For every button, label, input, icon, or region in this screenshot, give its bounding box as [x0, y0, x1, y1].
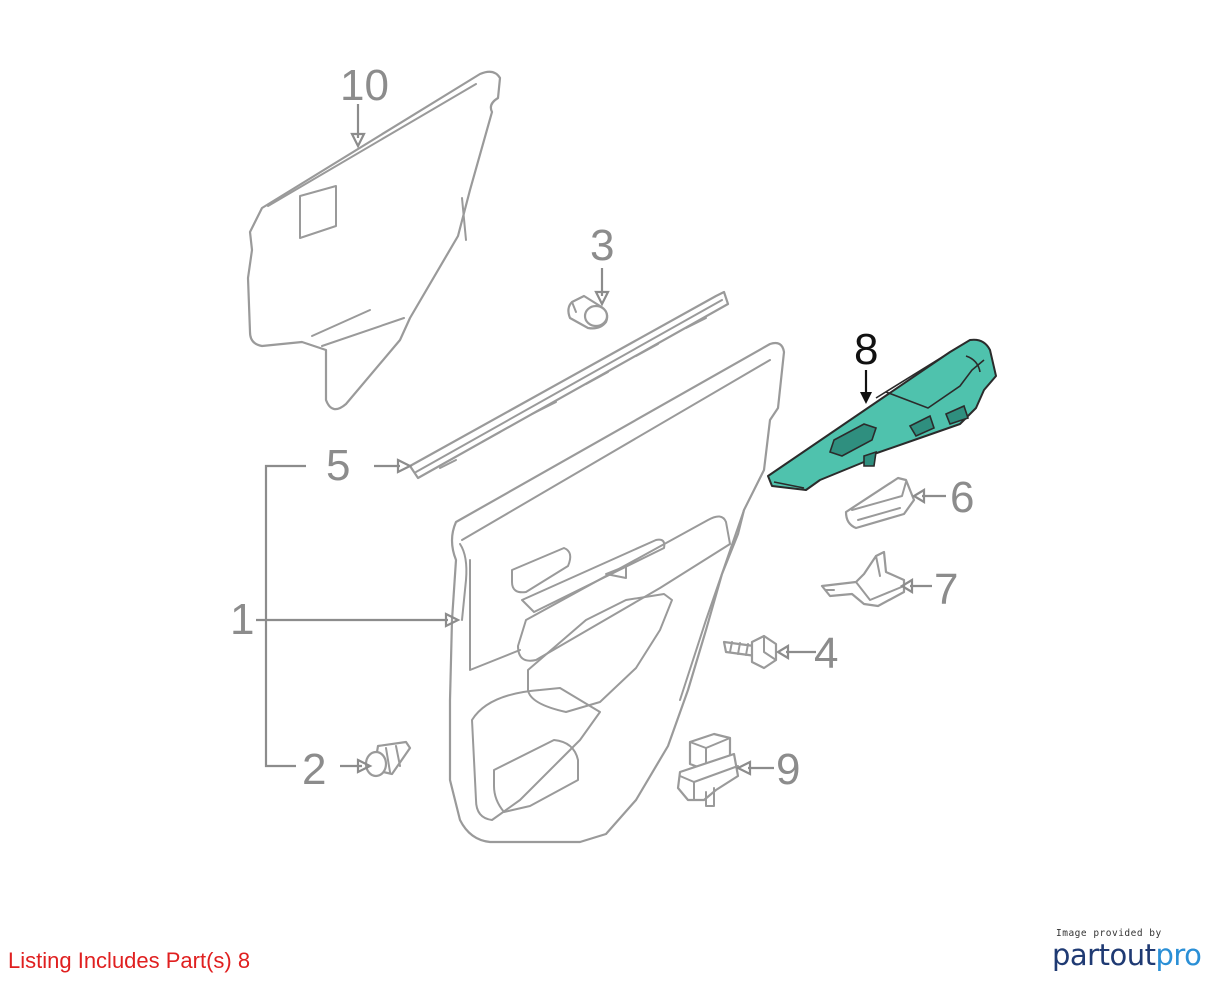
callout-2: 2 [302, 745, 326, 794]
part-1-door-trim-panel [448, 341, 786, 844]
brand-name: partoutpro [1052, 939, 1212, 971]
part-2-retainer [364, 740, 412, 778]
part-8-switch-bezel-highlighted [767, 338, 997, 491]
callout-7: 7 [934, 565, 958, 614]
part-3-clip [567, 294, 609, 330]
brand-logo: Image provided by partoutpro [1052, 928, 1212, 971]
part-5-belt-strip [408, 290, 730, 480]
leader-lines [256, 104, 946, 776]
brand-caption: Image provided by [1056, 928, 1162, 939]
callout-4: 4 [814, 629, 838, 678]
listing-note: Listing Includes Part(s) 8 [8, 948, 251, 973]
brand-name-part2: pro [1155, 938, 1202, 972]
callout-9: 9 [776, 745, 800, 794]
part-9-switch [676, 732, 740, 807]
part-4-bolt [722, 634, 778, 670]
callout-3: 3 [590, 221, 614, 270]
part-10-panel-liner [246, 70, 502, 411]
brand-name-part1: partout [1052, 938, 1156, 972]
callout-labels: 10 3 5 1 2 4 6 7 9 8 [230, 61, 974, 794]
callout-1: 1 [230, 595, 254, 644]
part-7-bracket [820, 550, 906, 608]
callout-8-highlighted: 8 [854, 325, 878, 374]
part-6-pocket [844, 476, 916, 530]
callout-6: 6 [950, 473, 974, 522]
callout-10: 10 [340, 61, 389, 110]
callout-5: 5 [326, 441, 350, 490]
